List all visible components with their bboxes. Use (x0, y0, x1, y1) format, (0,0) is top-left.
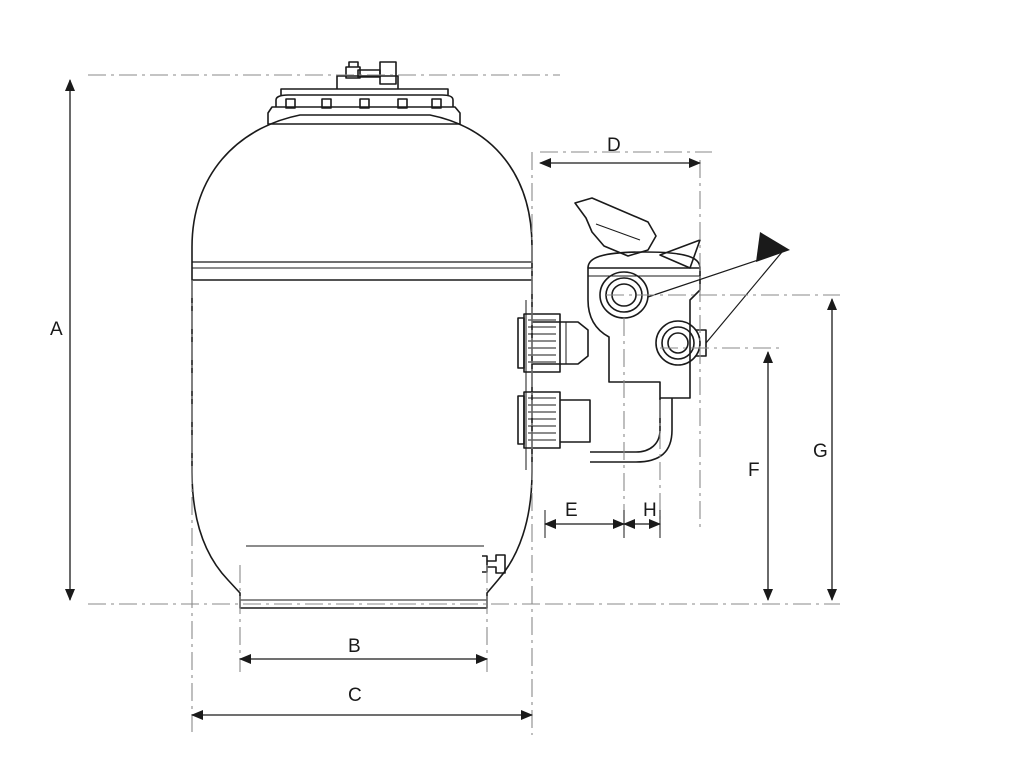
air-bleed-stem (348, 61, 359, 67)
leader-line-right-port (705, 251, 783, 344)
lower-nut-flange (517, 395, 525, 445)
valve-and-plumbing-group (517, 197, 707, 470)
tank-lower-shell (191, 280, 533, 609)
dimension-label-G: G (813, 441, 828, 462)
lid-bolt (285, 98, 296, 109)
dimension-label-H: H (643, 500, 657, 521)
upper-nut-flange (517, 317, 525, 369)
valve-indicator-wedge (659, 239, 701, 269)
leader-lines-group (647, 232, 790, 344)
upper-union-pipe (532, 321, 589, 365)
air-bleed-body (345, 66, 361, 79)
leader-arrow-head (756, 232, 790, 262)
lid-top (275, 94, 454, 107)
tank-dome (191, 114, 533, 281)
drain-leg-pipe-2 (590, 398, 673, 463)
tank-body-group (191, 61, 533, 609)
drain-valve (487, 554, 506, 574)
handle-crease (595, 223, 641, 241)
dimension-label-E: E (565, 500, 578, 521)
lid-collar (267, 106, 461, 125)
centerlines-group (88, 74, 840, 735)
lid-bolt (359, 98, 370, 109)
lower-union-pipe (560, 399, 591, 443)
dimension-label-A: A (50, 319, 63, 340)
lower-nut-knurl (528, 397, 556, 441)
valve-handle (574, 197, 657, 257)
valve-top-shoulder (587, 251, 701, 269)
dimension-label-B: B (348, 636, 361, 657)
right-port-inner (667, 332, 689, 354)
right-port-mid (661, 326, 695, 360)
lid-bolt (397, 98, 408, 109)
lid-bolt (321, 98, 332, 109)
dimension-label-D: D (607, 135, 621, 156)
air-bleed-cap (379, 61, 397, 85)
dimension-lines-group (65, 79, 837, 720)
multiport-valve-body (587, 267, 701, 399)
right-port-outer (655, 320, 701, 366)
air-bleed-base (336, 75, 399, 89)
dimension-label-C: C (348, 685, 362, 706)
lid-bolt (431, 98, 442, 109)
upper-nut-knurl (528, 319, 556, 363)
lid-rim (280, 88, 449, 95)
dimension-label-F: F (748, 460, 760, 481)
drain-boss (482, 555, 488, 573)
drain-leg-pipe (590, 398, 661, 453)
